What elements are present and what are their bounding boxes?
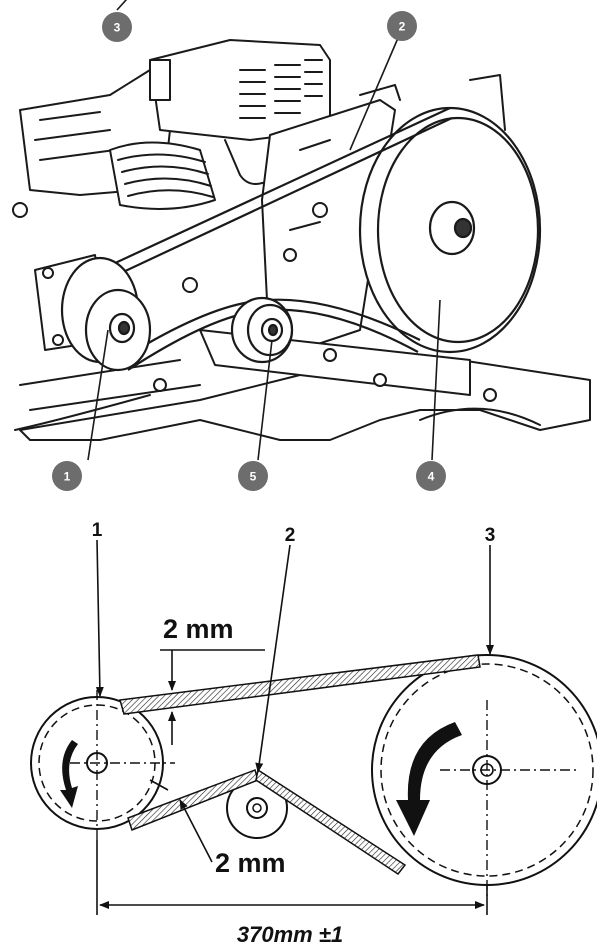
svg-text:2: 2: [399, 20, 406, 34]
cylinder-fins: [109, 141, 216, 210]
large-pulley: [358, 106, 542, 354]
leader-2: [255, 544, 291, 773]
rotation-arrow-large: [396, 722, 462, 836]
center-distance-dimension: [96, 840, 488, 915]
engine-shroud: [149, 39, 331, 141]
drive-pulley: [60, 256, 152, 372]
frame-plate: [261, 99, 396, 361]
callout-3: 3: [102, 12, 132, 42]
exhaust-pipe: [224, 139, 271, 185]
schematic-label-1: 1: [92, 520, 103, 541]
callout-4: 4: [416, 461, 446, 491]
leader-1: [95, 539, 104, 697]
svg-text:1: 1: [64, 470, 71, 484]
belt-bottom-right: [255, 768, 407, 876]
schematic-pulley-3: [371, 654, 597, 900]
center-distance-label: 370mm ±1: [237, 922, 343, 945]
schematic-label-2: 2: [285, 525, 296, 546]
gap-marker-bottom: [149, 779, 213, 863]
gap-marker-top: [160, 649, 265, 745]
svg-text:3: 3: [114, 21, 121, 35]
schematic-idler: [226, 777, 288, 839]
svg-text:5: 5: [250, 470, 257, 484]
callout-5: 5: [238, 461, 268, 491]
gap-label-top: 2 mm: [163, 614, 234, 644]
callout-1: 1: [52, 461, 82, 491]
belt-top-run: [119, 654, 481, 715]
gap-label-bottom: 2 mm: [215, 848, 286, 878]
svg-text:4: 4: [428, 470, 435, 484]
callout-leaders: [87, 0, 441, 461]
schematic-label-3: 3: [485, 525, 496, 546]
rotation-arrow-small: [60, 740, 78, 808]
callout-2: 2: [387, 11, 417, 41]
idler-pulley: [230, 296, 294, 364]
belt-schematic: 2 mm 2 mm 370mm ±1 1 2 3: [30, 520, 597, 947]
schematic-pulley-1: [30, 690, 175, 840]
